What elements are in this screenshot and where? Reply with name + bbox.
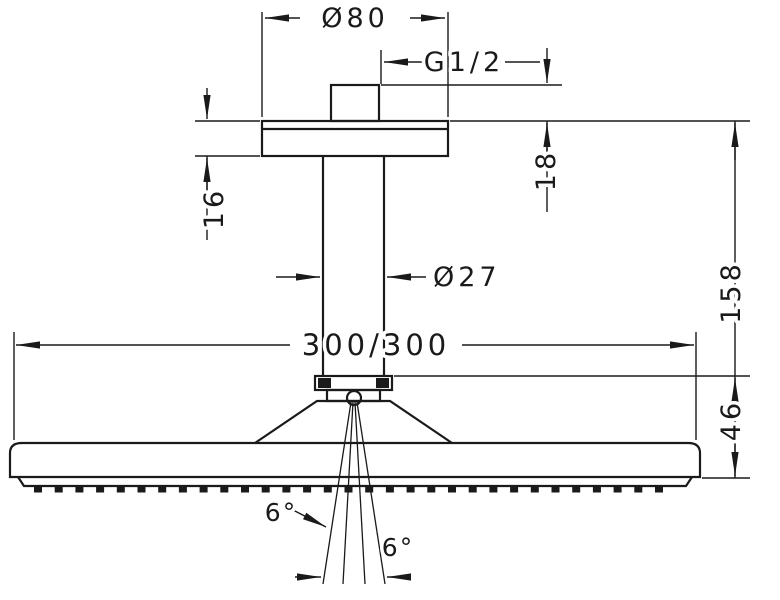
nozzle bbox=[158, 486, 167, 493]
nozzle bbox=[96, 486, 105, 493]
nozzle bbox=[406, 486, 415, 493]
nozzle bbox=[241, 486, 249, 493]
label-overall-height: 158 bbox=[716, 260, 747, 324]
nozzle bbox=[178, 486, 187, 493]
label-pipe-diameter: Ø27 bbox=[433, 262, 501, 293]
dimension-labels: Ø80 G1/2 16 18 Ø27 300/300 158 46 6° 6° bbox=[196, 0, 751, 566]
cone bbox=[254, 399, 453, 444]
nozzle bbox=[551, 486, 560, 493]
ball-joint bbox=[345, 389, 363, 407]
nozzle bbox=[427, 486, 436, 493]
spray-line-inner-right bbox=[354, 401, 366, 585]
spray-angle-lines bbox=[322, 401, 386, 585]
nozzle bbox=[489, 486, 498, 493]
nozzle bbox=[468, 486, 477, 493]
nozzle bbox=[448, 486, 456, 493]
nozzle bbox=[323, 486, 332, 493]
nozzle bbox=[34, 486, 42, 493]
label-head-height: 46 bbox=[716, 399, 747, 441]
dimension-lines bbox=[13, 12, 750, 581]
nozzle bbox=[510, 486, 519, 493]
nozzle bbox=[613, 486, 622, 493]
nozzle bbox=[75, 486, 84, 493]
label-top-diameter: Ø80 bbox=[321, 3, 389, 34]
label-spray-angle-right: 6° bbox=[382, 533, 414, 562]
nozzle bbox=[634, 486, 643, 493]
nozzle bbox=[530, 486, 539, 493]
shower-fixture bbox=[8, 83, 702, 493]
nozzle bbox=[385, 486, 394, 493]
thread-stub bbox=[329, 83, 381, 123]
nozzle bbox=[655, 486, 663, 493]
nozzle-row bbox=[34, 486, 663, 493]
nozzle bbox=[303, 486, 312, 493]
nozzle bbox=[261, 486, 270, 493]
nozzle bbox=[592, 486, 601, 493]
nozzle bbox=[116, 486, 125, 493]
spray-line-outer-right bbox=[356, 401, 386, 585]
label-spray-angle-left: 6° bbox=[265, 498, 297, 527]
spray-plate bbox=[17, 476, 693, 488]
angle-leader-left bbox=[292, 509, 327, 528]
label-head-dimensions: 300/300 bbox=[302, 328, 450, 362]
nozzle bbox=[199, 486, 208, 493]
label-flange-thickness: 16 bbox=[199, 187, 230, 229]
nut-facet-right bbox=[376, 378, 389, 388]
nut-facet-left bbox=[318, 378, 331, 388]
label-thread-size: G1/2 bbox=[424, 47, 504, 78]
nozzle bbox=[220, 486, 229, 493]
nozzle bbox=[365, 486, 374, 493]
head-body bbox=[8, 441, 702, 479]
nozzle bbox=[282, 486, 291, 493]
nozzle bbox=[54, 486, 63, 493]
label-thread-height: 18 bbox=[531, 149, 562, 191]
spray-line-inner-left bbox=[342, 401, 354, 585]
nozzle bbox=[137, 486, 146, 493]
ceiling-flange bbox=[260, 119, 450, 158]
spray-line-outer-left bbox=[322, 401, 352, 585]
nozzle bbox=[572, 486, 581, 493]
